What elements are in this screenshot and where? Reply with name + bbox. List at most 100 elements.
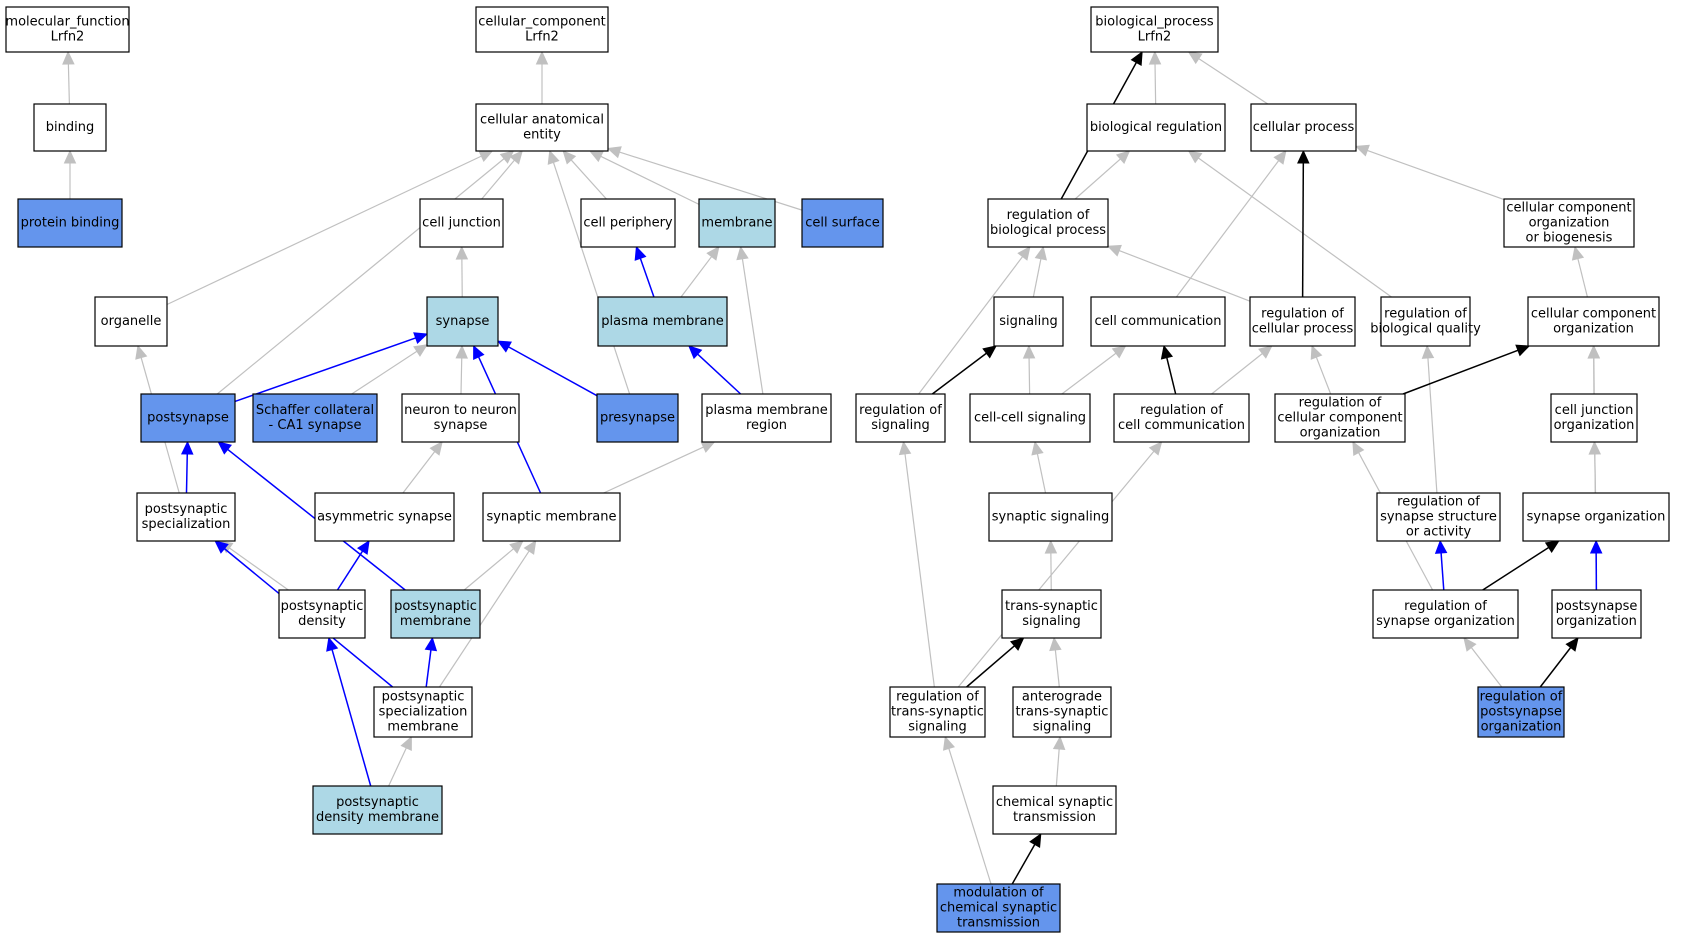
node-box <box>401 393 520 443</box>
edge-ps_mem-to-syn_mem <box>463 548 514 591</box>
arrowhead-reg_pso-to-ps_org <box>1565 637 1579 652</box>
node-binding[interactable]: binding <box>33 103 107 152</box>
node-label: Schaffer collateral <box>256 403 374 418</box>
arrowhead-asym-to-n2n <box>429 441 443 456</box>
node-syn-mem[interactable]: synaptic membrane <box>482 492 621 542</box>
node-label: organization <box>1556 614 1637 629</box>
node-synapse[interactable]: synapse <box>426 296 499 347</box>
edge-psd_mem-to-ps_density <box>331 649 372 787</box>
arrowhead-plasma_membrane-to-cell_periphery <box>634 245 647 261</box>
arrowhead-synapse-to-cell_junction <box>455 245 469 260</box>
node-membrane[interactable]: membrane <box>698 198 776 248</box>
node-label: postsynapse <box>147 411 229 426</box>
node-box <box>969 393 1091 443</box>
arrowhead-ps_spec_mem-to-ps_spec <box>214 540 229 554</box>
node-label: regulation of <box>1299 396 1382 411</box>
node-presynapse[interactable]: presynapse <box>596 393 679 443</box>
node-cell-junction[interactable]: cell junction <box>419 198 504 248</box>
arrowhead-chem_syn-to-atss <box>1052 735 1066 750</box>
node-box <box>1550 393 1638 443</box>
node-box <box>988 492 1113 542</box>
edge-reg_cp-to-reg_bp <box>1118 249 1251 302</box>
node-label: transmission <box>957 916 1040 931</box>
arrowhead-reg_ssa-to-reg_bq <box>1421 344 1435 359</box>
node-label: modulation of <box>953 886 1044 901</box>
node-label: cell communication <box>1118 418 1245 433</box>
node-cell-periphery[interactable]: cell periphery <box>580 198 676 248</box>
edge-cell_comm-to-cell_proc <box>1175 160 1280 298</box>
arrowhead-reg_bq-to-bio_reg <box>1187 150 1203 164</box>
arrowhead-schaffer-to-synapse <box>413 344 429 357</box>
arrowhead-ps_spec-to-postsynapse <box>180 440 194 455</box>
edge-reg_pso-to-ps_org <box>1539 647 1572 688</box>
arrowhead-psd_mem-to-ps_density <box>326 636 339 652</box>
node-bio-reg[interactable]: biological regulation <box>1086 103 1226 152</box>
node-label: specialization <box>142 517 231 532</box>
node-cell-proc[interactable]: cellular process <box>1250 103 1357 152</box>
node-box <box>482 492 621 542</box>
edge-postsynapse-to-synapse <box>234 337 416 403</box>
node-box <box>1522 492 1670 542</box>
edge-mod_cst-to-reg_tss <box>948 748 992 885</box>
node-syn-org[interactable]: synapse organization <box>1522 492 1670 542</box>
node-cell-comm[interactable]: cell communication <box>1090 296 1226 347</box>
node-asym[interactable]: asymmetric synapse <box>314 492 455 542</box>
node-label: cell surface <box>805 216 880 231</box>
node-postsynapse[interactable]: postsynapse <box>140 393 236 443</box>
arrowhead-cc_sig-to-signaling <box>1022 344 1036 359</box>
node-label: binding <box>46 120 94 135</box>
node-syn-sig[interactable]: synaptic signaling <box>988 492 1113 542</box>
node-signaling[interactable]: signaling <box>993 296 1064 347</box>
node-box <box>1012 686 1112 738</box>
node-box <box>33 103 107 152</box>
arrowhead-presynapse-to-cae <box>547 149 560 165</box>
node-plasma-membrane[interactable]: plasma membrane <box>597 296 728 347</box>
node-label: cell periphery <box>583 216 673 231</box>
node-schaffer[interactable]: Schaffer collateral- CA1 synapse <box>252 393 378 443</box>
node-box <box>1376 492 1501 542</box>
node-cc-sig[interactable]: cell-cell signaling <box>969 393 1091 443</box>
node-organelle[interactable]: organelle <box>94 296 168 347</box>
node-box <box>801 198 884 248</box>
node-label: regulation of <box>1007 208 1090 223</box>
node-cell-surface[interactable]: cell surface <box>801 198 884 248</box>
node-label: postsynaptic <box>145 502 228 517</box>
node-label: organization <box>1529 216 1610 231</box>
arrowhead-postsynapse-to-cae <box>499 150 515 164</box>
node-protein-binding[interactable]: protein binding <box>17 198 123 248</box>
node-label: signaling <box>871 418 930 433</box>
arrowhead-ccob-to-cell_proc <box>1354 144 1370 157</box>
arrowhead-reg_cco-to-cco <box>1515 344 1531 357</box>
node-box <box>1250 103 1357 152</box>
node-label: density membrane <box>316 810 439 825</box>
